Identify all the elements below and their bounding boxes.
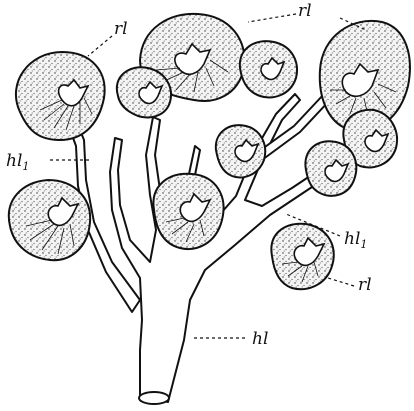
lobe-top-left — [16, 52, 105, 140]
lobe-small-upper — [117, 67, 171, 117]
leader-rl-top-left — [88, 36, 112, 56]
label-hl1-left: hl1 — [6, 151, 29, 173]
lobe-right-middle — [305, 141, 356, 196]
duct-cut-end — [139, 392, 169, 404]
lobe-center-lower — [153, 174, 223, 249]
lobe-upper-middle — [240, 41, 297, 97]
leader-rl-right — [328, 278, 354, 286]
lobe-right-lower — [271, 224, 333, 289]
leader-rl-top-right-a — [248, 14, 296, 22]
lobe-left-middle — [9, 180, 90, 260]
label-rl-top-left: rl — [114, 19, 128, 39]
label-rl-top-right: rl — [298, 1, 312, 21]
label-rl-right: rl — [358, 275, 372, 295]
label-hl-bottom: hl — [252, 329, 268, 349]
lobe-center — [216, 125, 265, 177]
label-hl1-right: hl1 — [344, 229, 367, 251]
